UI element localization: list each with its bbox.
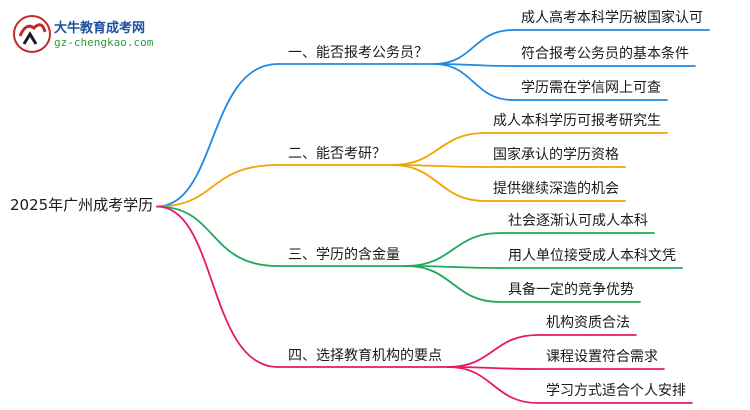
leaf-item: 社会逐渐认可成人本科 bbox=[508, 213, 648, 229]
leaf-connector bbox=[447, 366, 539, 404]
leaf-item: 符合报考公务员的基本条件 bbox=[521, 46, 689, 62]
branch-connector bbox=[156, 205, 279, 368]
leaf-connector bbox=[391, 164, 486, 202]
root-topic: 2025年广州成考学历 bbox=[10, 196, 154, 214]
site-logo[interactable]: 大牛教育成考网 gz-chengkao.com bbox=[12, 12, 182, 56]
branch-postgraduate: 二、能否考研？ bbox=[288, 146, 386, 162]
leaf-connector bbox=[447, 366, 539, 370]
leaf-item: 成人本科学历可报考研究生 bbox=[493, 113, 661, 129]
leaf-item: 用人单位接受成人本科文凭 bbox=[508, 248, 676, 264]
leaf-item: 国家承认的学历资格 bbox=[493, 147, 619, 163]
leaf-connector bbox=[433, 29, 514, 65]
leaf-connector bbox=[405, 265, 501, 269]
branch-value: 三、学历的含金量 bbox=[288, 247, 400, 263]
leaf-item: 提供继续深造的机会 bbox=[493, 181, 619, 197]
branch-connector bbox=[156, 205, 279, 267]
leaf-connector bbox=[391, 132, 486, 166]
leaf-item: 成人高考本科学历被国家认可 bbox=[521, 10, 703, 26]
branch-connector bbox=[156, 164, 279, 208]
leaf-connector bbox=[433, 63, 514, 101]
leaf-connector bbox=[391, 164, 486, 168]
leaf-item: 课程设置符合需求 bbox=[546, 349, 658, 365]
leaf-connector bbox=[405, 265, 501, 303]
branch-civil-service: 一、能否报考公务员？ bbox=[288, 45, 428, 61]
logo-title: 大牛教育成考网 bbox=[54, 21, 146, 36]
leaf-connector bbox=[447, 334, 539, 368]
logo-icon bbox=[13, 15, 51, 53]
logo-url: gz-chengkao.com bbox=[54, 36, 154, 49]
branch-connector bbox=[156, 63, 279, 208]
leaf-item: 具备一定的竞争优势 bbox=[508, 282, 634, 298]
leaf-connector bbox=[405, 232, 501, 267]
leaf-item: 学习方式适合个人安排 bbox=[546, 383, 686, 399]
connector-lines bbox=[156, 29, 710, 404]
leaf-item: 机构资质合法 bbox=[546, 315, 630, 331]
leaf-item: 学历需在学信网上可查 bbox=[521, 80, 661, 96]
branch-institution: 四、选择教育机构的要点 bbox=[288, 348, 442, 364]
